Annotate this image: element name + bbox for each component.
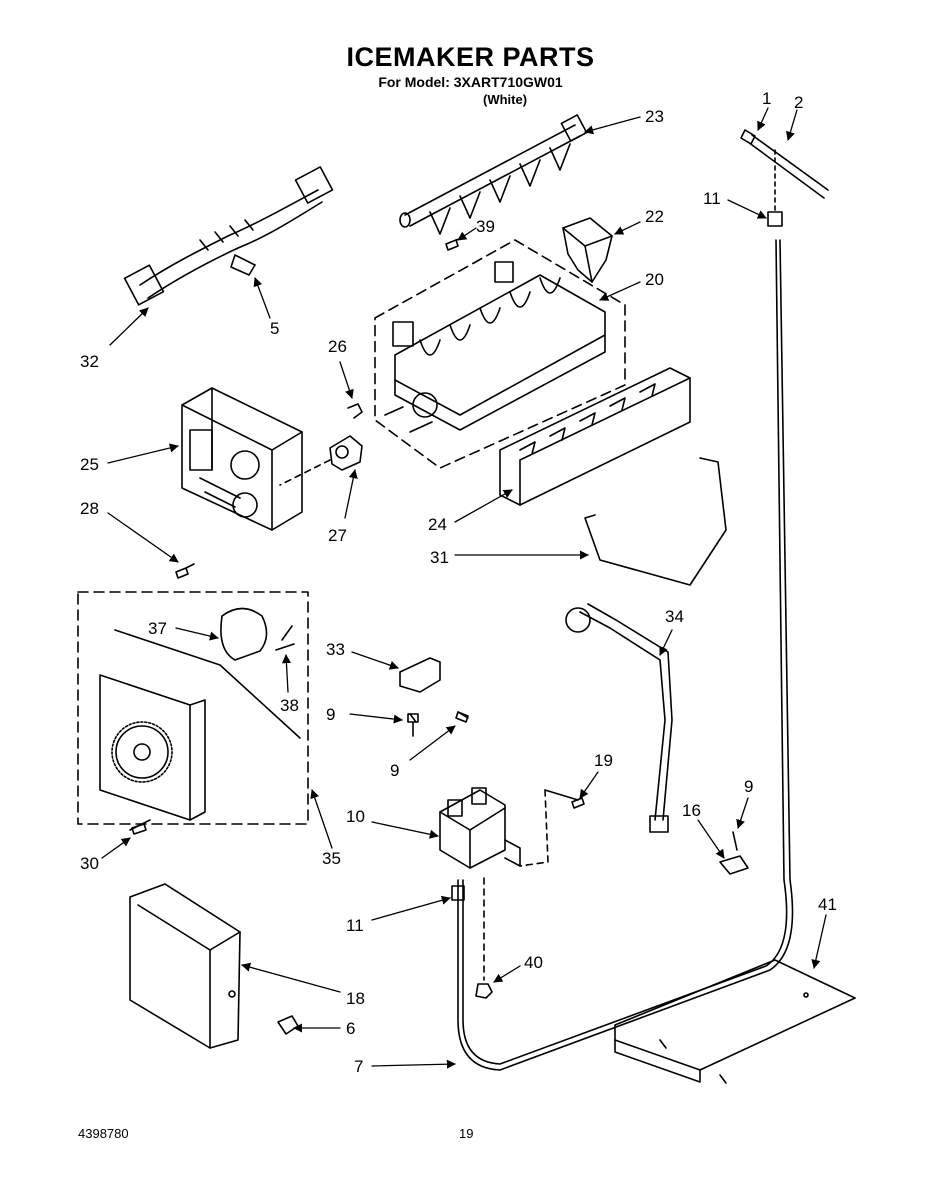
callout-11-top: 11 xyxy=(703,189,721,208)
leader-41 xyxy=(811,914,827,969)
leader-7 xyxy=(371,1059,456,1069)
callout-31: 31 xyxy=(430,548,449,567)
fill-tube xyxy=(565,603,673,833)
callout-18: 18 xyxy=(346,989,365,1008)
leader-2 xyxy=(785,109,798,141)
callout-30: 30 xyxy=(80,854,99,873)
leader-18 xyxy=(241,962,341,993)
leader-39 xyxy=(457,227,477,241)
leader-9-right xyxy=(736,797,749,829)
wire-harness xyxy=(123,166,334,306)
callout-24: 24 xyxy=(428,515,447,534)
leader-34 xyxy=(659,629,673,656)
leader-26 xyxy=(339,361,354,399)
callout-33: 33 xyxy=(326,640,345,659)
leader-19 xyxy=(579,771,599,799)
callout-labels: 1 2 23 11 39 22 20 32 5 26 25 28 24 27 3… xyxy=(80,89,837,1076)
document-number: 4398780 xyxy=(78,1126,129,1141)
screws xyxy=(131,237,585,835)
variant-line: (White) xyxy=(483,92,528,107)
leader-37 xyxy=(175,627,219,641)
inlet-fittings xyxy=(740,129,829,227)
leader-5 xyxy=(253,277,271,319)
leader-22 xyxy=(614,221,641,235)
leader-40 xyxy=(493,965,521,983)
leader-11-bottom xyxy=(371,895,451,921)
leader-30 xyxy=(101,837,131,859)
callout-9-mid: 9 xyxy=(390,761,399,780)
fill-cup xyxy=(562,217,613,283)
leader-32 xyxy=(109,307,149,346)
callout-37: 37 xyxy=(148,619,167,638)
callout-19: 19 xyxy=(594,751,613,770)
callout-7: 7 xyxy=(354,1057,363,1076)
callout-1: 1 xyxy=(762,89,771,108)
callout-6: 6 xyxy=(346,1019,355,1038)
shutoff-arm xyxy=(584,457,727,586)
control-housing xyxy=(181,387,303,531)
callout-34: 34 xyxy=(665,607,684,626)
callout-2: 2 xyxy=(794,93,803,112)
leader-25 xyxy=(107,443,179,464)
thermostat xyxy=(279,403,363,486)
callout-25: 25 xyxy=(80,455,99,474)
leader-24 xyxy=(454,489,513,523)
cover-plate xyxy=(614,959,856,1084)
tube-clamp xyxy=(719,831,749,875)
page-number: 19 xyxy=(459,1126,474,1141)
leader-lines xyxy=(101,107,827,1069)
supply-tube xyxy=(451,239,794,1071)
leader-23 xyxy=(584,116,641,135)
mold-assembly xyxy=(374,239,626,469)
leader-27 xyxy=(344,469,358,519)
leader-28 xyxy=(107,512,179,563)
leader-20 xyxy=(599,281,641,301)
leader-38 xyxy=(281,654,291,693)
callout-9-left: 9 xyxy=(326,705,335,724)
page-title: ICEMAKER PARTS xyxy=(346,42,595,72)
callout-26: 26 xyxy=(328,337,347,356)
leader-11-top xyxy=(727,199,767,219)
model-line: For Model: 3XART710GW01 xyxy=(378,74,563,90)
callout-39: 39 xyxy=(476,217,495,236)
motor-module xyxy=(77,591,309,831)
callout-27: 27 xyxy=(328,526,347,545)
callout-28: 28 xyxy=(80,499,99,518)
leader-1 xyxy=(757,107,769,131)
callout-41: 41 xyxy=(818,895,837,914)
leader-16 xyxy=(697,819,725,859)
leader-35 xyxy=(310,789,333,849)
leader-9-mid xyxy=(409,725,456,761)
stripper xyxy=(499,367,691,506)
callout-22: 22 xyxy=(645,207,664,226)
leader-10 xyxy=(371,821,439,839)
callout-11-bottom: 11 xyxy=(346,916,364,935)
callout-40: 40 xyxy=(524,953,543,972)
leader-33 xyxy=(351,651,399,670)
water-valve xyxy=(439,787,579,869)
callout-20: 20 xyxy=(645,270,664,289)
callout-23: 23 xyxy=(645,107,664,126)
rear-cover xyxy=(129,883,299,1049)
callout-35: 35 xyxy=(322,849,341,868)
callout-5: 5 xyxy=(270,319,279,338)
callout-9-right: 9 xyxy=(744,777,753,796)
callout-32: 32 xyxy=(80,352,99,371)
callout-16: 16 xyxy=(682,801,701,820)
leader-9-left xyxy=(349,713,403,724)
ejector-shaft xyxy=(399,114,588,235)
callout-10: 10 xyxy=(346,807,365,826)
callout-38: 38 xyxy=(280,696,299,715)
